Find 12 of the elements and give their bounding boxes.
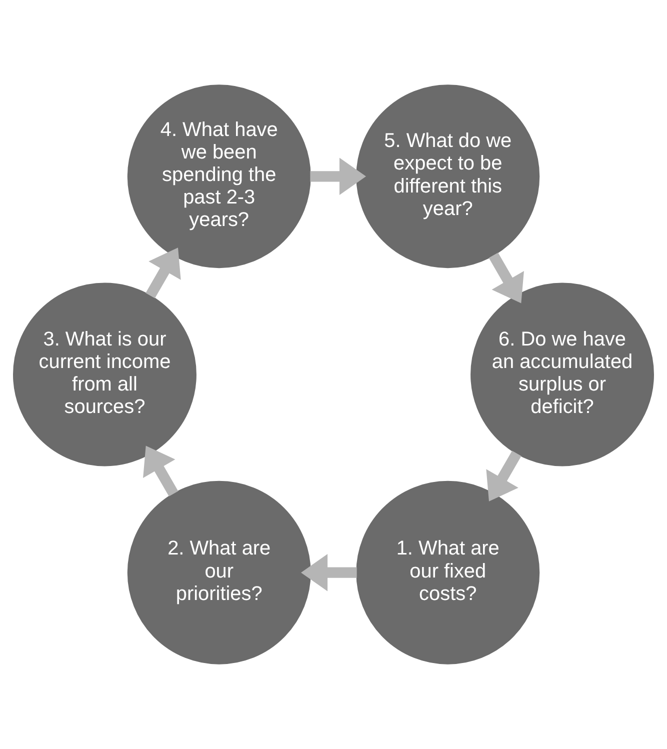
node-circle: 5. What do we expect to be different this year? [356,84,540,268]
arrow [488,252,524,304]
node-circle: 2. What are our priorities? [127,480,311,664]
node-circle: 6. Do we have an accumulated surplus or deficit? [470,282,654,466]
arrow [300,554,357,592]
node-circle: 3. What is our current income from all sources? [13,282,196,466]
node-circle: 1. What are our fixed costs? [356,480,540,664]
arrow [143,446,178,496]
arrow [310,158,366,195]
arrow [146,248,181,298]
node-circle: 4. What have we been spending the past 2-3 years? [127,84,311,268]
arrow [486,450,522,502]
